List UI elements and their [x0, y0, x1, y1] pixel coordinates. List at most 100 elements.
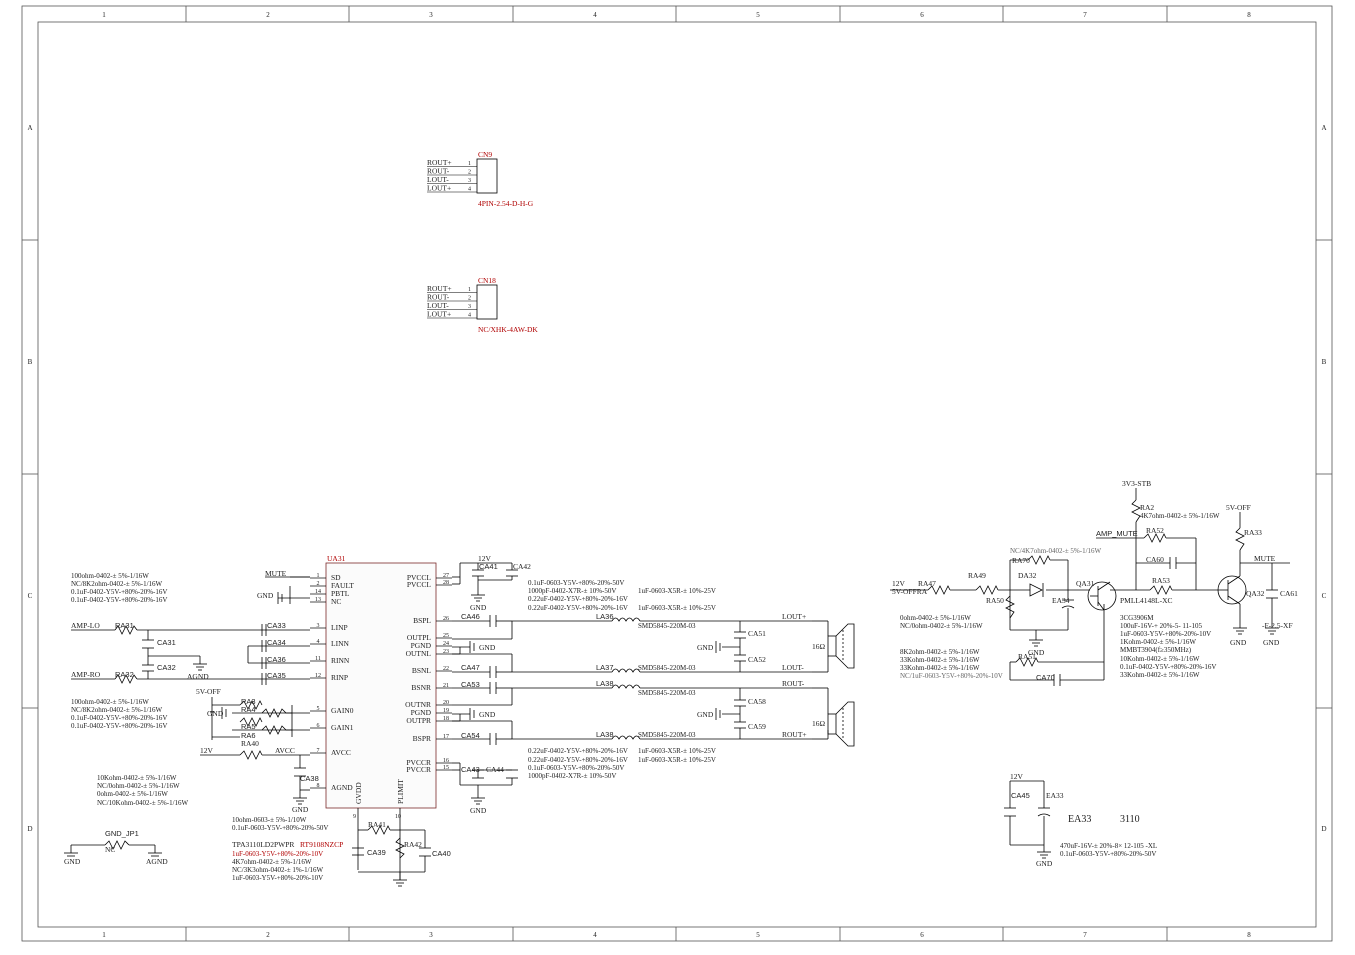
- cn9-body: [476, 158, 498, 194]
- net-gnd-ca61: GND: [1263, 638, 1280, 647]
- chip-pin-number: 10: [395, 814, 401, 820]
- net-gnd-pgndl: GND: [479, 643, 496, 652]
- net-gnd-pvccr: GND: [470, 806, 487, 815]
- value-line: 0.1uF-0603-Y5V-+80%-20%-50V: [232, 824, 328, 832]
- chip-pin-number: 14: [315, 589, 321, 595]
- column-label: 5: [756, 931, 760, 939]
- net-12v-bulk: 12V: [1010, 772, 1024, 781]
- connector-pin-number: 4: [468, 313, 471, 319]
- row-label: C: [1322, 592, 1327, 600]
- ref-da32: DA32: [1018, 571, 1037, 580]
- label-16ohm-left: 16Ω: [812, 642, 826, 651]
- chip-pin-number: 9: [353, 814, 356, 820]
- ref-ca53: CA53: [461, 680, 480, 689]
- chip-pin-number: 25: [443, 633, 449, 639]
- value-line: 0ohm-0402-± 5%-1/16W: [900, 614, 971, 622]
- ref-ra3: RA3: [241, 697, 256, 706]
- chip-pin-name: PVCCL: [407, 573, 432, 582]
- value-line: MMBT3904(f≥350MHz): [1120, 646, 1192, 654]
- net-gnd-pgndr: GND: [479, 710, 496, 719]
- ref-ca46: CA46: [461, 612, 480, 621]
- value-line: 100ohm-0402-± 5%-1/16W: [71, 572, 149, 580]
- net-5v-offra: 5V-OFFRA: [892, 587, 928, 596]
- chip-pin-name: BSPR: [413, 734, 431, 743]
- connector-pin-number: 3: [468, 178, 471, 184]
- ref-ra33: RA33: [1244, 528, 1262, 537]
- value-la36: SMD5845-220M-03: [638, 622, 696, 630]
- column-label: 8: [1247, 931, 1251, 939]
- chip-pin-name: BSPL: [413, 616, 431, 625]
- ua31-part-1: TPA3110LD2PWPR: [232, 840, 294, 849]
- chip-pin-number: 1: [317, 573, 320, 579]
- ref-ca70: CA70: [1036, 673, 1055, 682]
- ua31-body: [325, 562, 437, 809]
- connector-pin-name: LOUT+: [427, 310, 451, 319]
- net-lout-n: LOUT-: [782, 663, 804, 672]
- column-label: 4: [593, 931, 597, 939]
- ua31-ref: UA31: [327, 554, 346, 563]
- ref-la37: LA37: [596, 663, 614, 672]
- net-avcc: AVCC: [275, 746, 295, 755]
- value-line: 4K7ohm-0402-± 5%-1/16W: [232, 858, 312, 866]
- chip-pin-name: PLIMIT: [396, 779, 405, 804]
- output-components: [469, 569, 746, 805]
- chip-pin-name: LINN: [331, 639, 349, 648]
- chip-pin-name: PVCCR: [406, 758, 431, 767]
- value-line: 33Kohm-0402-± 5%-1/16W: [900, 656, 980, 664]
- left-components: [114, 592, 431, 859]
- value-line: 8K2ohm-0402-± 5%-1/16W: [900, 648, 980, 656]
- net-12v-mute: 12V: [892, 579, 906, 588]
- cn18-part: NC/XHK-4AW-DK: [478, 325, 538, 334]
- label-ea33-code: 3110: [1120, 814, 1140, 825]
- gvdd-value-block: 10ohm-0603-± 5%-1/10W 0.1uF-0603-Y5V-+80…: [232, 816, 328, 832]
- speaker-left: [827, 623, 855, 669]
- net-gnd-sd: GND: [257, 591, 274, 600]
- row-label: D: [1321, 825, 1326, 833]
- chip-pin-number: 21: [443, 683, 449, 689]
- ref-ra51: RA51: [1018, 652, 1036, 661]
- net-12v-pvccl: 12V: [478, 554, 492, 563]
- chip-pin-name: BSNR: [411, 683, 431, 692]
- chip-pin-number: 17: [443, 734, 449, 740]
- net-gnd-qa32: GND: [1230, 638, 1247, 647]
- value-line: 1000pF-0402-X7R-± 10%-50V: [528, 772, 616, 780]
- ref-ra52: RA52: [1146, 526, 1164, 535]
- column-label: 3: [429, 931, 433, 939]
- chip-pin-name: AGND: [331, 783, 353, 792]
- value-line: 0.1uF-0402-Y5V-+80%-20%-16V: [71, 714, 167, 722]
- ref-ra50: RA50: [986, 596, 1004, 605]
- cn9-ref: CN9: [478, 150, 492, 159]
- ref-ra2: RA2: [1140, 503, 1154, 512]
- value-nc-ra70: NC/4K7ohm-0402-± 5%-1/16W: [1010, 547, 1102, 555]
- ref-ra70: RA70: [1012, 556, 1030, 565]
- left-value-block-2: 100ohm-0402-± 5%-1/16W NC/8K2ohm-0402-± …: [71, 698, 167, 730]
- chip-pin-number: 26: [443, 616, 449, 622]
- chip-pin-name: SD: [331, 573, 341, 582]
- ref-ra32: RA32: [115, 670, 134, 679]
- chip-pin-name: GAIN0: [331, 706, 354, 715]
- column-label: 2: [266, 931, 270, 939]
- net-agnd-1: AGND: [187, 672, 209, 681]
- chip-pin-name: LINP: [331, 623, 348, 632]
- ref-qa32: QA32: [1246, 589, 1265, 598]
- value-line: 0.1uF-0402-Y5V-+80%-20%-16V: [71, 596, 167, 604]
- chip-pin-number: 2: [317, 581, 320, 587]
- chip-pin-number: 3: [317, 623, 320, 629]
- ref-ca31: CA31: [157, 638, 176, 647]
- ref-ca35: CA35: [267, 671, 286, 680]
- chip-pin-number: 15: [443, 765, 449, 771]
- value-line: 3CG3906M: [1120, 614, 1154, 622]
- value-line: 0.1uF-0603-Y5V-+80%-20%-50V: [528, 764, 624, 772]
- chip-pin-name: PGND: [411, 641, 432, 650]
- chip-pin-number: 6: [317, 723, 320, 729]
- bulk-wires: [1009, 780, 1045, 852]
- value-pmll: PMLL4148L-XC: [1120, 596, 1173, 605]
- ref-ca40: CA40: [432, 849, 451, 858]
- ref-ca54: CA54: [461, 731, 480, 740]
- mute-wires: [890, 488, 1290, 681]
- chip-pin-number: 16: [443, 758, 449, 764]
- value-line: 1uF-0603-X5R-± 10%-25V: [638, 604, 716, 612]
- connector-pin-number: 1: [468, 161, 471, 167]
- net-amp-mute: AMP_MUTE: [1096, 529, 1138, 538]
- ref-ra31: RA31: [115, 621, 134, 630]
